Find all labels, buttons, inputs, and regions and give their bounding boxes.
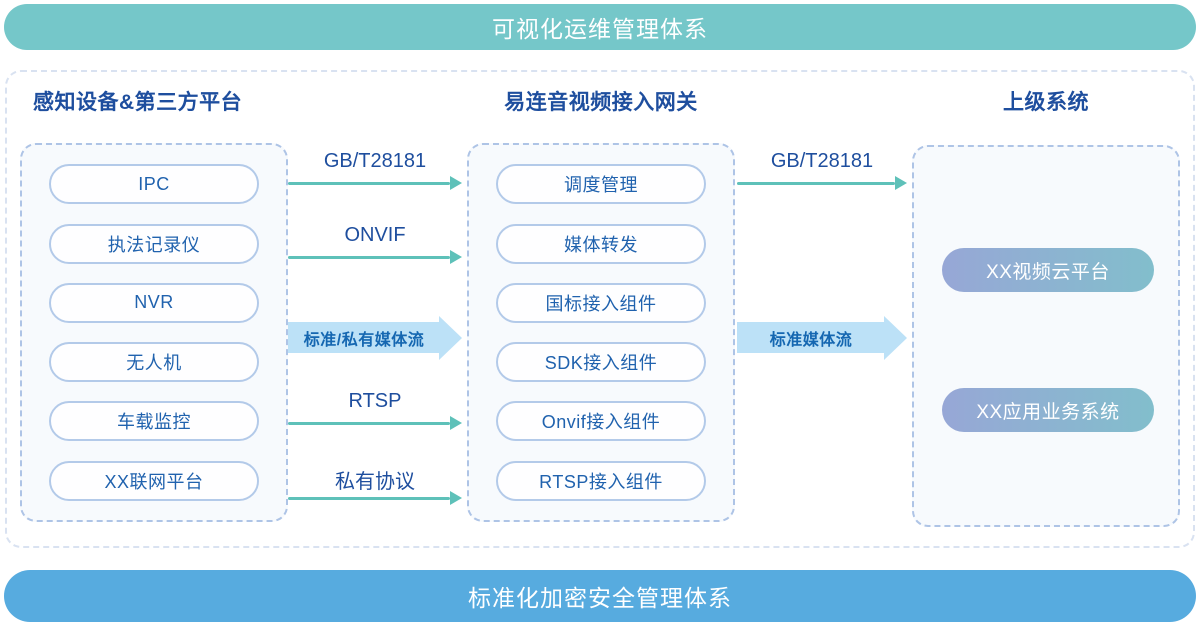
- flow-arrow-gbt28181-left: GB/T28181: [288, 150, 462, 190]
- arrow-head-icon: [895, 176, 907, 190]
- gateway-column-title: 易连音视频接入网关: [504, 91, 698, 114]
- gateway-node-media-forward: 媒体转发: [496, 223, 706, 264]
- upper-group-box: XX视频云平台 XX应用业务系统: [912, 145, 1180, 527]
- device-node-ipc: IPC: [49, 164, 259, 205]
- top-banner-label: 可视化运维管理体系: [492, 16, 708, 42]
- gateway-group-box: 调度管理 媒体转发 国标接入组件 SDK接入组件 Onvif接入组件 RTSP接…: [467, 143, 735, 522]
- band-arrow-standard-private-media: 标准/私有媒体流: [288, 316, 462, 360]
- band-arrow-head-icon: [884, 316, 907, 360]
- flow-arrow-label: ONVIF: [344, 224, 406, 246]
- arrow-line: [288, 256, 450, 259]
- arrow-head-icon: [450, 250, 462, 264]
- flow-arrow-label: GB/T28181: [323, 150, 427, 172]
- arrow-line: [288, 422, 450, 425]
- gateway-node-gb-access: 国标接入组件: [496, 282, 706, 323]
- devices-group-box: IPC 执法记录仪 NVR 无人机 车载监控 XX联网平台: [20, 143, 288, 522]
- flow-arrow-gbt28181-right: GB/T28181: [737, 150, 907, 190]
- arrow-head-icon: [450, 416, 462, 430]
- device-node-drone: 无人机: [49, 342, 259, 383]
- flow-arrow-private-protocol: 私有协议: [288, 465, 462, 505]
- top-banner: 可视化运维管理体系: [4, 4, 1196, 50]
- devices-column-title: 感知设备&第三方平台: [33, 91, 243, 114]
- flow-arrow-rtsp: RTSP: [288, 390, 462, 430]
- arrow-head-icon: [450, 491, 462, 505]
- bottom-banner: 标准化加密安全管理体系: [4, 570, 1196, 622]
- upper-column-title: 上级系统: [1003, 91, 1089, 114]
- gateway-node-onvif-access: Onvif接入组件: [496, 401, 706, 442]
- device-node-network-platform: XX联网平台: [49, 460, 259, 501]
- band-arrow-standard-media: 标准媒体流: [737, 316, 907, 360]
- arrow-line: [737, 182, 895, 185]
- band-arrow-label: 标准/私有媒体流: [288, 322, 440, 353]
- gateway-node-rtsp-access: RTSP接入组件: [496, 460, 706, 501]
- band-arrow-label: 标准媒体流: [737, 322, 885, 353]
- band-arrow-head-icon: [439, 316, 462, 360]
- bottom-banner-label: 标准化加密安全管理体系: [468, 585, 732, 611]
- flow-arrow-label: 私有协议: [335, 471, 415, 493]
- gateway-node-sdk-access: SDK接入组件: [496, 342, 706, 383]
- gateway-node-dispatch: 调度管理: [496, 164, 706, 205]
- flow-arrow-label: RTSP: [348, 390, 402, 412]
- arrow-line: [288, 182, 450, 185]
- upper-node-app-system: XX应用业务系统: [942, 388, 1154, 432]
- arrow-line: [288, 497, 450, 500]
- flow-arrow-label: GB/T28181: [770, 150, 874, 172]
- upper-node-video-cloud: XX视频云平台: [942, 248, 1154, 292]
- arrow-head-icon: [450, 176, 462, 190]
- device-node-body-camera: 执法记录仪: [49, 223, 259, 264]
- device-node-vehicle-monitor: 车载监控: [49, 401, 259, 442]
- flow-arrow-onvif: ONVIF: [288, 224, 462, 264]
- device-node-nvr: NVR: [49, 282, 259, 323]
